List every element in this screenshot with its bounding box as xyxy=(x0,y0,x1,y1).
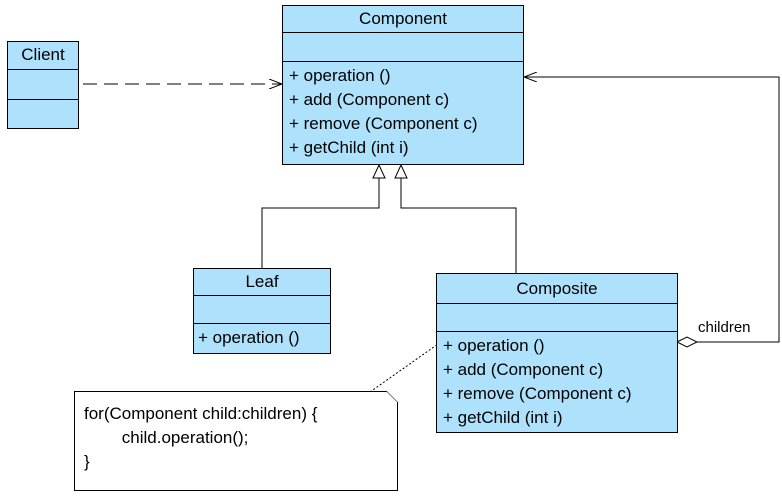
composite-attributes xyxy=(437,304,677,332)
composite-generalization-line xyxy=(400,178,517,273)
leaf-operation: + operation () xyxy=(198,328,300,347)
client-attributes xyxy=(8,70,78,100)
component-remove: + remove (Component c) xyxy=(289,114,478,133)
component-class-name: Component xyxy=(283,6,523,33)
children-role-label: children xyxy=(698,319,751,336)
component-add: + add (Component c) xyxy=(289,90,450,109)
note-line: } xyxy=(84,452,90,471)
composite-inheritance-arrowhead xyxy=(394,163,408,179)
component-class[interactable]: Component + operation () + add (Componen… xyxy=(282,5,524,165)
component-operation: + operation () xyxy=(289,66,391,85)
note-line: child.operation(); xyxy=(84,428,249,447)
leaf-operations: + operation () xyxy=(194,324,330,350)
component-operations: + operation () + add (Component c) + rem… xyxy=(283,62,523,160)
composite-remove: + remove (Component c) xyxy=(443,384,632,403)
leaf-attributes xyxy=(194,296,330,324)
leaf-class[interactable]: Leaf + operation () xyxy=(193,268,331,354)
client-class-name: Client xyxy=(8,42,78,70)
composite-getchild: + getChild (int i) xyxy=(443,408,563,427)
note-connector-line xyxy=(369,343,439,393)
composite-class-name: Composite xyxy=(437,274,677,304)
composite-add: + add (Component c) xyxy=(443,360,604,379)
note-line: for(Component child:children) { xyxy=(84,404,318,423)
composite-class[interactable]: Composite + operation () + add (Componen… xyxy=(436,273,678,433)
leaf-class-name: Leaf xyxy=(194,269,330,296)
component-attributes xyxy=(283,33,523,62)
code-note[interactable]: for(Component child:children) { child.op… xyxy=(74,391,398,491)
leaf-generalization-line xyxy=(261,178,380,268)
aggregation-diamond xyxy=(675,336,699,348)
composite-operations: + operation () + add (Component c) + rem… xyxy=(437,332,677,430)
children-aggregation-line xyxy=(524,77,780,343)
leaf-inheritance-arrowhead xyxy=(372,163,386,179)
component-getchild: + getChild (int i) xyxy=(289,138,409,157)
composite-operation: + operation () xyxy=(443,336,545,355)
client-class[interactable]: Client xyxy=(7,41,79,129)
